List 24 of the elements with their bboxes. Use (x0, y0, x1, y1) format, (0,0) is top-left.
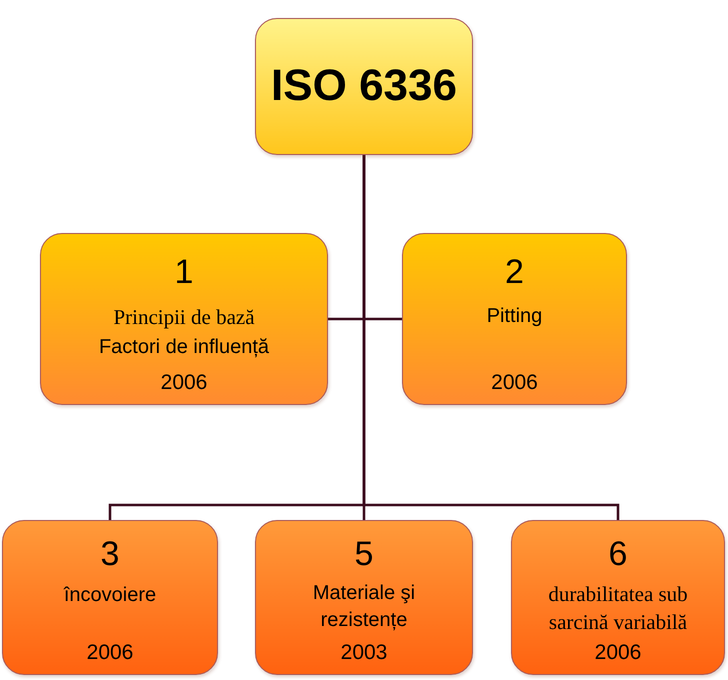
part-box (40, 233, 328, 405)
part-box (402, 233, 627, 405)
standard-box (255, 18, 473, 155)
part-title: Factori de influență (98, 334, 270, 360)
year-label: 2006 (491, 370, 538, 395)
year-label: 2003 (340, 640, 388, 665)
year-label: 2006 (86, 640, 134, 665)
part-box (255, 520, 473, 675)
standard-title: ISO 6336 (271, 60, 457, 112)
part-box (511, 520, 725, 675)
year-label: 2006 (594, 640, 642, 665)
connector-line (362, 155, 620, 520)
part-box (2, 520, 218, 675)
part-title: durabilitatea sub sarcină variabilă (547, 581, 689, 636)
part-number: 1 (174, 253, 194, 292)
part-title: încovoiere (64, 583, 156, 608)
part-number: 2 (505, 253, 524, 292)
part-number: 5 (354, 535, 374, 574)
part-number: 3 (100, 535, 120, 574)
part-title: Principii de bază (113, 304, 255, 332)
part-title: Pitting (486, 304, 542, 330)
part-title: Materiale şi rezistențe (312, 581, 416, 634)
year-label: 2006 (160, 370, 208, 395)
part-number: 6 (608, 535, 628, 574)
